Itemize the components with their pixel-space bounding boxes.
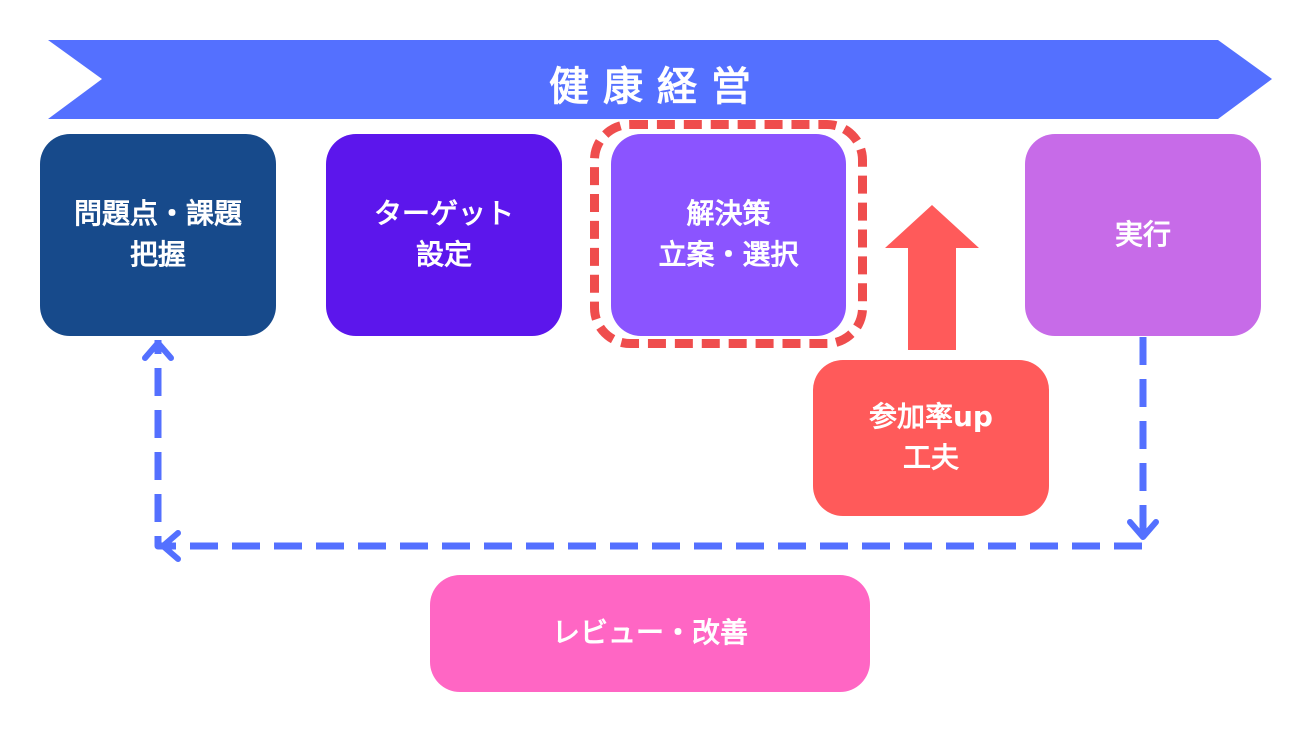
step-execution: 実行 [1025, 134, 1261, 336]
step-label-line: 立案・選択 [658, 238, 799, 271]
step-label-line: 解決策 [686, 197, 771, 231]
step-solution-planning: 解決策 立案・選択 [611, 134, 846, 336]
step-label-line: 設定 [415, 238, 472, 271]
banner-arrow-shape [48, 40, 1272, 119]
banner-title: 健康経営 [549, 64, 765, 110]
step-review-improvement: レビュー・改善 [430, 575, 870, 692]
step-participation-improvement: 参加率up 工夫 [813, 360, 1049, 516]
step-target-setting: ターゲット 設定 [326, 134, 562, 336]
step-label-line: 把握 [129, 238, 186, 271]
step-label-line: レビュー・改善 [551, 616, 748, 650]
step-label-line: ターゲット [373, 197, 514, 231]
step-label-line: 工夫 [902, 441, 959, 474]
step-label-line: 参加率up [869, 400, 993, 434]
step-label-line: 実行 [1114, 217, 1171, 251]
step-problem-identification: 問題点・課題 把握 [40, 134, 276, 336]
step-label-line: 問題点・課題 [73, 197, 242, 231]
